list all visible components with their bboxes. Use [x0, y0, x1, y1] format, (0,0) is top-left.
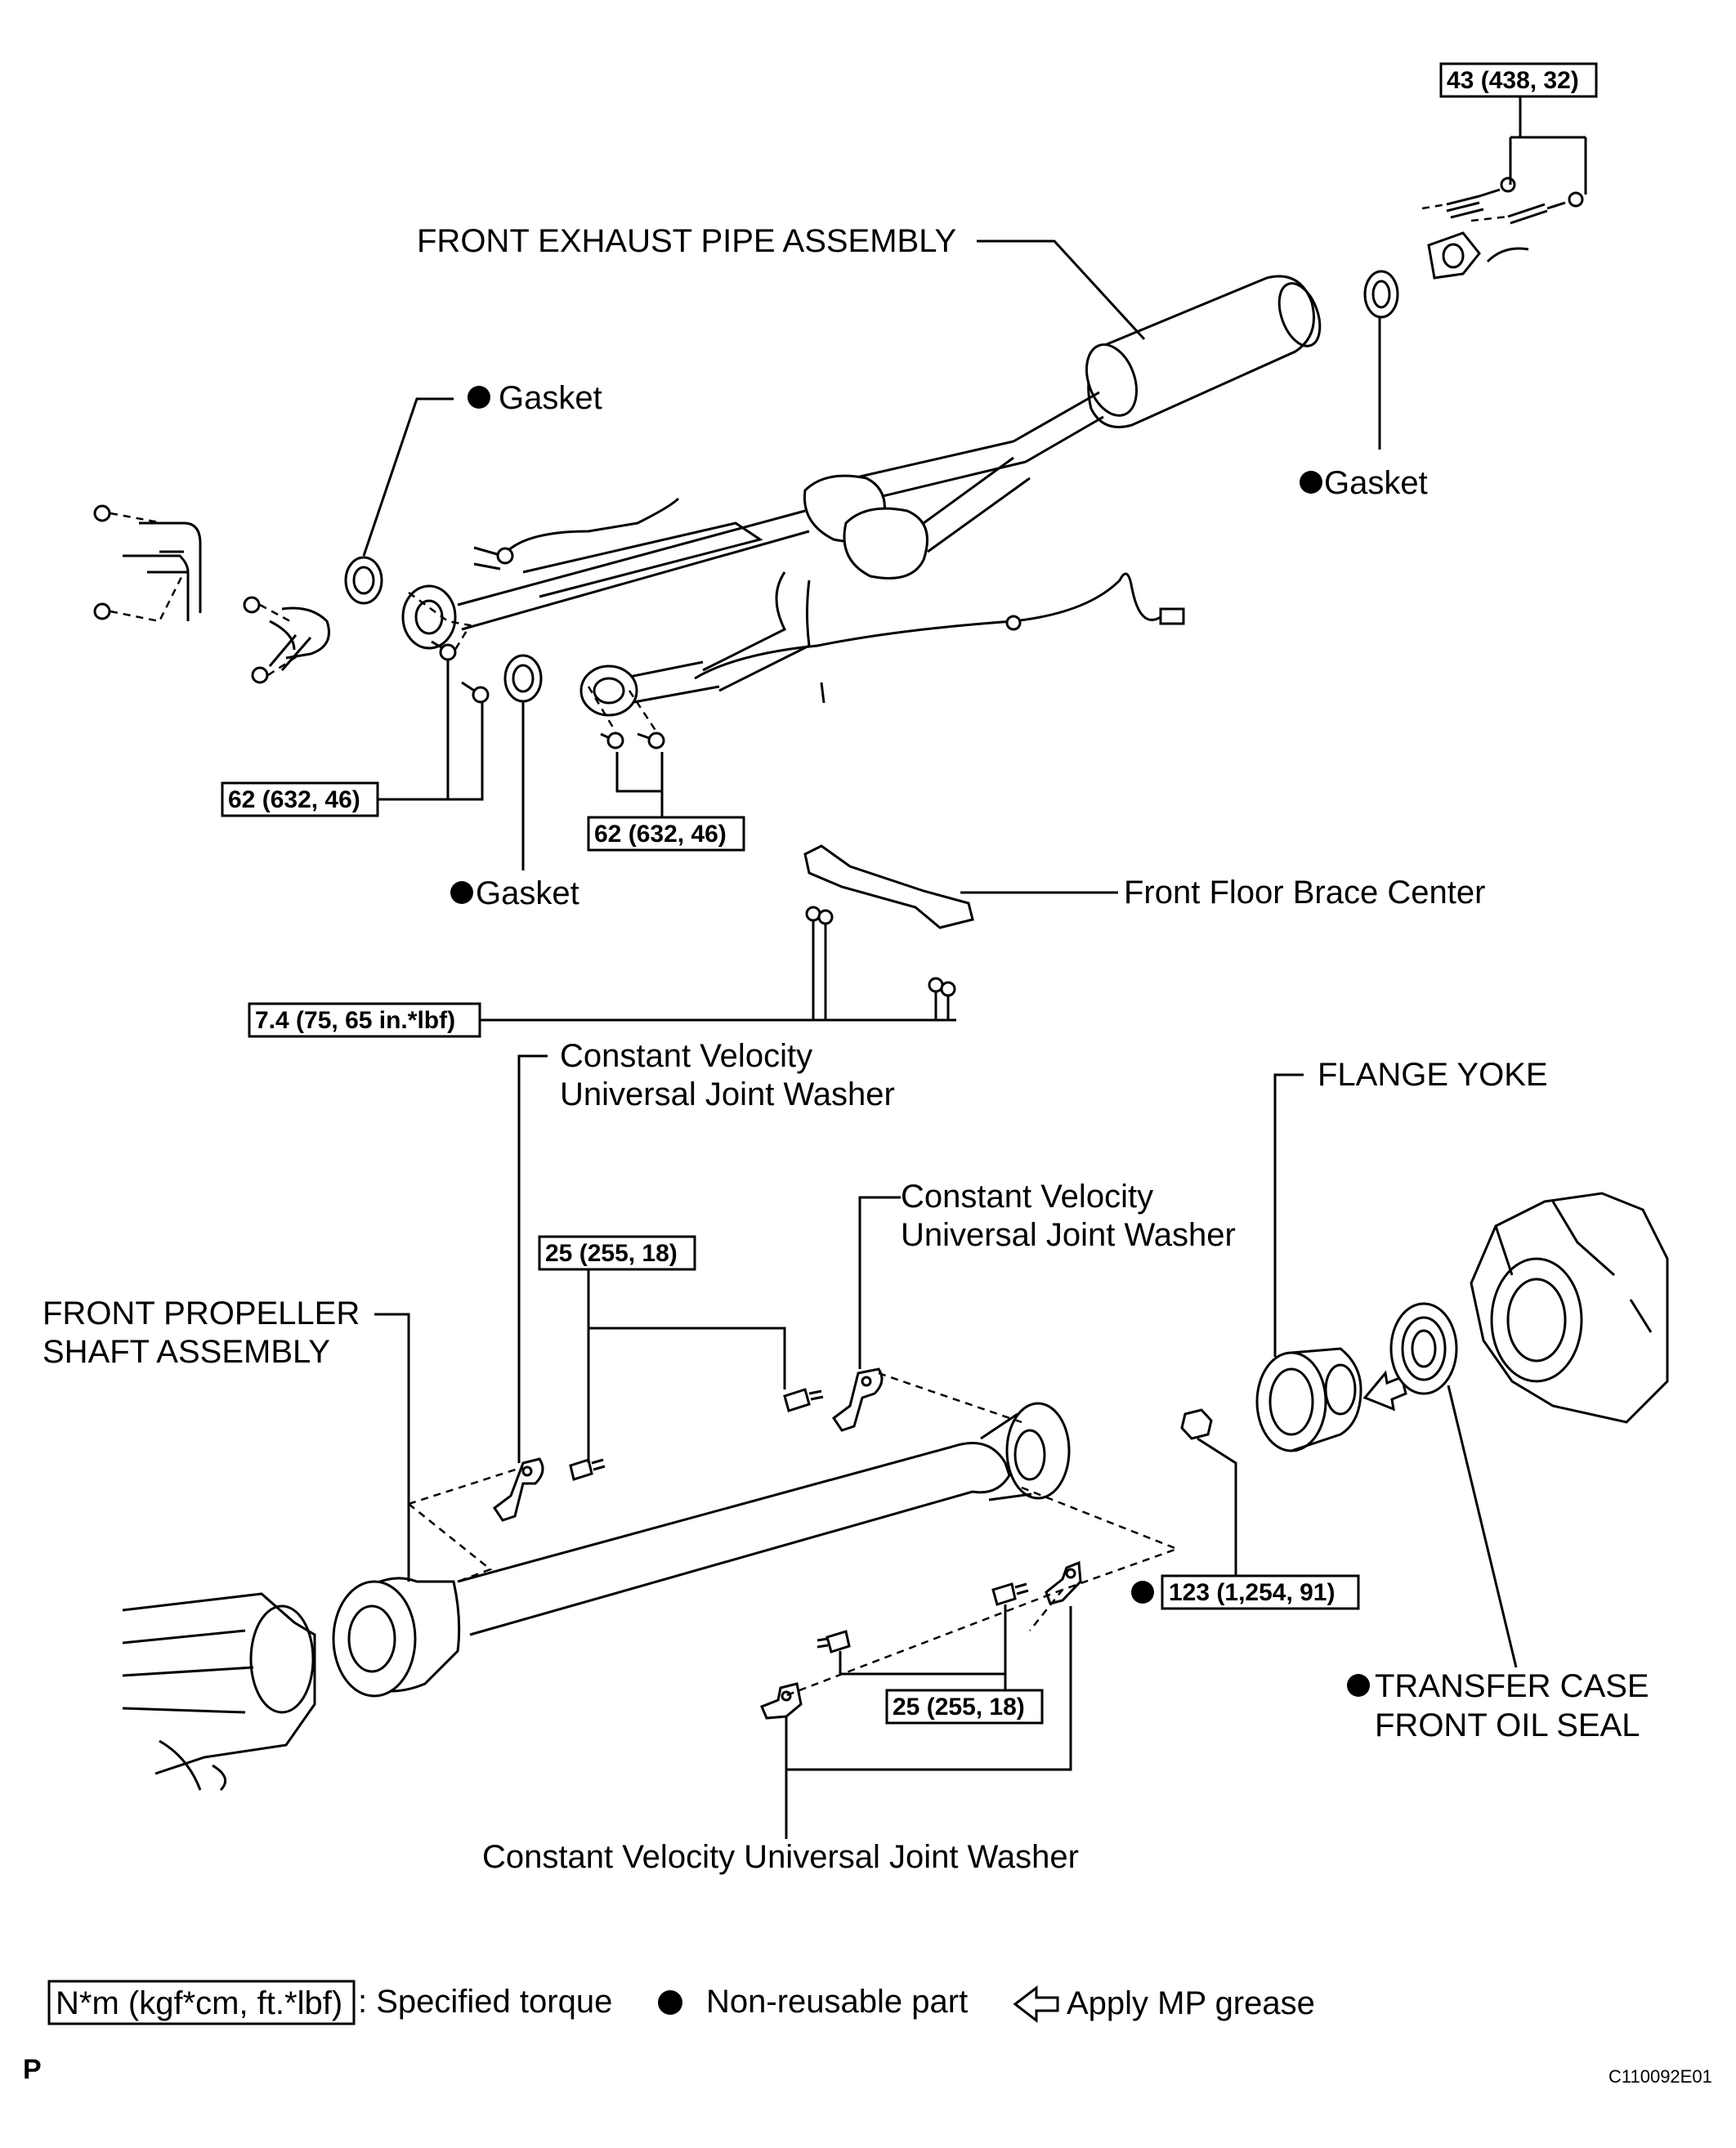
torque-box-43: 43 (438, 32)	[1439, 62, 1598, 98]
non-reusable-icon	[450, 881, 473, 904]
torque-value-25-bottom: 25 (255, 18)	[893, 1694, 1025, 1721]
front-floor-brace-drawing	[803, 844, 974, 1005]
torque-box-25-bottom: 25 (255, 18)	[885, 1689, 1044, 1725]
legend-torque-unit: N*m (kgf*cm, ft.*lbf)	[56, 1985, 342, 2021]
propeller-shaft-drawing	[122, 1192, 1669, 1792]
grease-arrow-icon	[1013, 1985, 1059, 2024]
gasket-lower-label: Gasket	[476, 875, 579, 911]
front-propeller-label-line2: SHAFT ASSEMBLY	[43, 1334, 330, 1370]
torque-value-7-4: 7.4 (75, 65 in.*lbf)	[255, 1007, 455, 1034]
legend-non-reusable: Non-reusable part	[706, 1984, 968, 2020]
torque-value-123: 123 (1,254, 91)	[1169, 1579, 1335, 1606]
non-reusable-icon	[468, 386, 490, 409]
non-reusable-icon	[1300, 471, 1322, 494]
front-exhaust-pipe-drawing	[93, 177, 1584, 750]
cv-washer-top-label-line2: Universal Joint Washer	[560, 1076, 895, 1112]
torque-box-62-left: 62 (632, 46)	[221, 781, 379, 817]
torque-value-43: 43 (438, 32)	[1447, 67, 1579, 94]
non-reusable-icon	[1131, 1581, 1154, 1604]
cv-washer-top-label-line1: Constant Velocity	[560, 1038, 812, 1074]
legend-torque-box	[47, 1980, 356, 2025]
flange-yoke-label: FLANGE YOKE	[1318, 1057, 1548, 1093]
front-propeller-label-line1: FRONT PROPELLER	[43, 1296, 360, 1331]
torque-box-7-4: 7.4 (75, 65 in.*lbf)	[248, 1002, 481, 1038]
front-floor-brace-label: Front Floor Brace Center	[1124, 875, 1485, 911]
non-reusable-icon	[658, 1990, 682, 2015]
gasket-upper-left-label: Gasket	[499, 380, 602, 416]
torque-value-62-right: 62 (632, 46)	[594, 821, 727, 848]
cv-washer-bottom-label: Constant Velocity Universal Joint Washer	[482, 1839, 1079, 1875]
page-letter: P	[23, 2054, 42, 2085]
front-exhaust-pipe-label: FRONT EXHAUST PIPE ASSEMBLY	[417, 223, 956, 259]
gasket-right-label: Gasket	[1324, 465, 1428, 501]
torque-box-123: 123 (1,254, 91)	[1131, 1574, 1360, 1610]
legend: N*m (kgf*cm, ft.*lbf) : Specified torque…	[47, 1980, 1315, 2025]
cv-washer-mid-label-line2: Universal Joint Washer	[901, 1217, 1236, 1253]
cv-washer-mid-label-line1: Constant Velocity	[901, 1179, 1153, 1215]
torque-value-62-left: 62 (632, 46)	[228, 786, 360, 813]
torque-box-62-right: 62 (632, 46)	[587, 816, 745, 852]
transfer-case-label-line2: FRONT OIL SEAL	[1375, 1707, 1640, 1743]
torque-box-25-top: 25 (255, 18)	[538, 1235, 696, 1271]
legend-mp-grease: Apply MP grease	[1067, 1985, 1315, 2021]
figure-code: C110092E01	[1608, 2066, 1712, 2087]
torque-value-25-top: 25 (255, 18)	[545, 1240, 678, 1267]
non-reusable-icon	[1347, 1674, 1370, 1697]
leader-lines	[362, 96, 1587, 1839]
transfer-case-label-line1: TRANSFER CASE	[1375, 1668, 1649, 1704]
legend-torque-desc: : Specified torque	[358, 1984, 612, 2020]
